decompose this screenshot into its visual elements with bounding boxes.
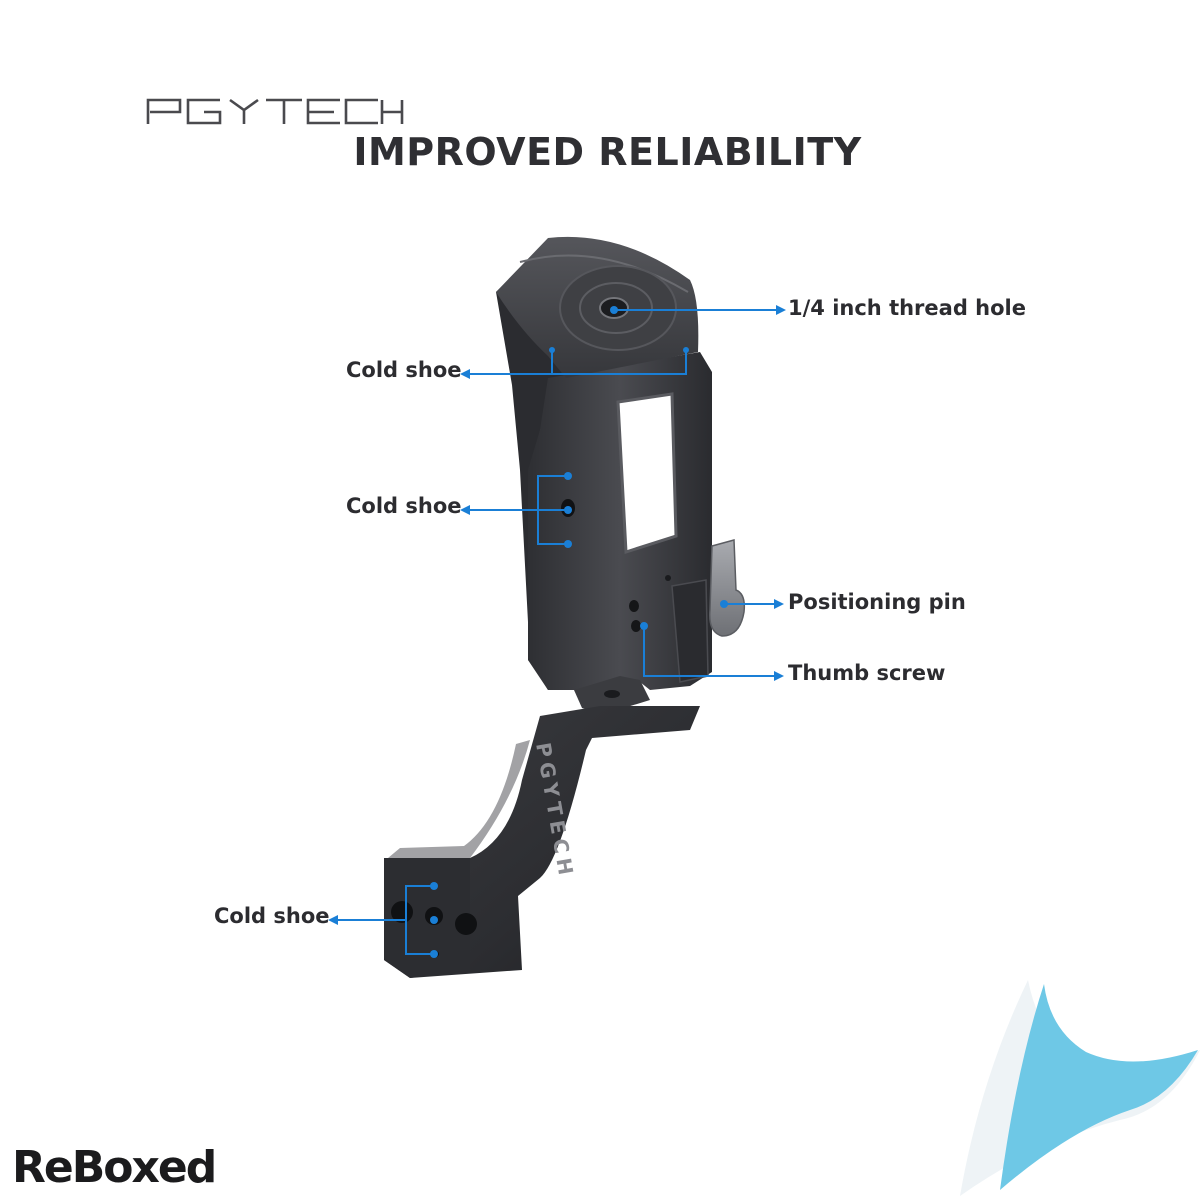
callout-cold-shoe-top: Cold shoe bbox=[346, 358, 462, 382]
callout-positioning-pin: Positioning pin bbox=[788, 590, 966, 614]
callout-thumb-screw: Thumb screw bbox=[788, 661, 946, 685]
callout-thread-hole: 1/4 inch thread hole bbox=[788, 296, 1026, 320]
page-title: IMPROVED RELIABILITY bbox=[353, 130, 862, 174]
callout-cold-shoe-bottom-line bbox=[336, 885, 434, 955]
page-curl-corner bbox=[960, 980, 1200, 1196]
pgytech-logo bbox=[146, 98, 404, 125]
reboxed-watermark: ReBoxed bbox=[12, 1142, 217, 1193]
callout-thumb-screw-line bbox=[643, 626, 776, 677]
callout-cold-shoe-side: Cold shoe bbox=[346, 494, 462, 518]
callout-cold-shoe-bottom: Cold shoe bbox=[214, 904, 330, 928]
callout-cold-shoe-side-line bbox=[468, 475, 568, 545]
callout-cold-shoe-top-line bbox=[468, 350, 687, 375]
positioning-pin bbox=[709, 539, 746, 637]
bracket-window bbox=[616, 392, 678, 555]
